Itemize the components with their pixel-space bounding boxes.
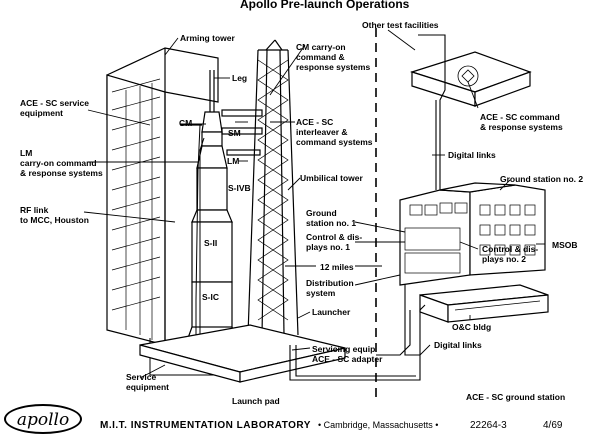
leg-label: Leg [232, 73, 248, 83]
msob-label: MSOB [552, 240, 578, 250]
ground-station-2-label: Ground station no. 2 [500, 174, 584, 184]
cm-label: CM [179, 118, 193, 128]
figure-date: 4/69 [543, 420, 563, 431]
ace-sc-command-label: ACE - SC command & response systems [480, 112, 563, 132]
apollo-logo: apollo [4, 404, 82, 434]
figure-number: 22264-3 [470, 420, 507, 431]
other-test-facility-building [410, 51, 532, 107]
s-ii-label: S-II [204, 238, 218, 248]
control-displays-2-label: Control & dis- plays no. 2 [482, 244, 539, 264]
launcher-label: Launcher [312, 307, 351, 317]
digital-links-top-label: Digital links [448, 150, 496, 160]
service-equipment-label: Service equipment [126, 372, 169, 392]
digital-links-bottom-label: Digital links [434, 340, 482, 350]
control-displays-1-label: Control & dis- plays no. 1 [306, 232, 363, 252]
msob-complex [399, 182, 546, 286]
arming-tower-label: Arming tower [180, 33, 235, 43]
twelve-miles-label: 12 miles [320, 262, 354, 272]
s-ic-label: S-IC [202, 292, 219, 302]
other-test-facilities-label: Other test facilities [362, 20, 439, 30]
s-ivb-label: S-IVB [228, 183, 251, 193]
page-title: Apollo Pre-launch Operations [240, 0, 410, 11]
sm-label: SM [228, 128, 241, 138]
oc-bldg-label: O&C bldg [452, 322, 492, 332]
rf-link-label: RF link to MCC, Houston [20, 205, 89, 225]
swing-arms [180, 109, 263, 156]
ace-sc-interleaver-label: ACE - SC interleaver & command systems [296, 117, 373, 147]
umbilical-tower-structure [247, 39, 299, 336]
ace-sc-ground-station-label: ACE - SC ground station [466, 392, 566, 402]
servicing-equip-label: Servicing equip ACE - SC adapter [312, 344, 383, 364]
lab-name: M.I.T. INSTRUMENTATION LABORATORY [100, 420, 311, 431]
lab-location: • Cambridge, Massachusetts • [318, 420, 439, 430]
digital-link-lower [376, 310, 411, 356]
saturn-v-rocket [187, 70, 237, 339]
cm-carry-on-label: CM carry-on command & response systems [296, 42, 371, 72]
ace-sc-service-label: ACE - SC service equipment [20, 98, 89, 118]
launch-pad-platform [139, 324, 346, 383]
distribution-system-label: Distribution system [306, 278, 354, 298]
logo-text: apollo [16, 410, 70, 430]
ground-station-1-label: Ground station no. 1 [306, 208, 357, 228]
lm-label: LM [227, 156, 240, 166]
launch-pad-label: Launch pad [232, 396, 280, 406]
arming-tower-structure [106, 47, 219, 346]
oc-building [419, 284, 549, 323]
umbilical-tower-label: Umbilical tower [300, 173, 363, 183]
lm-carry-on-label: LM carry-on command & response systems [20, 148, 103, 178]
